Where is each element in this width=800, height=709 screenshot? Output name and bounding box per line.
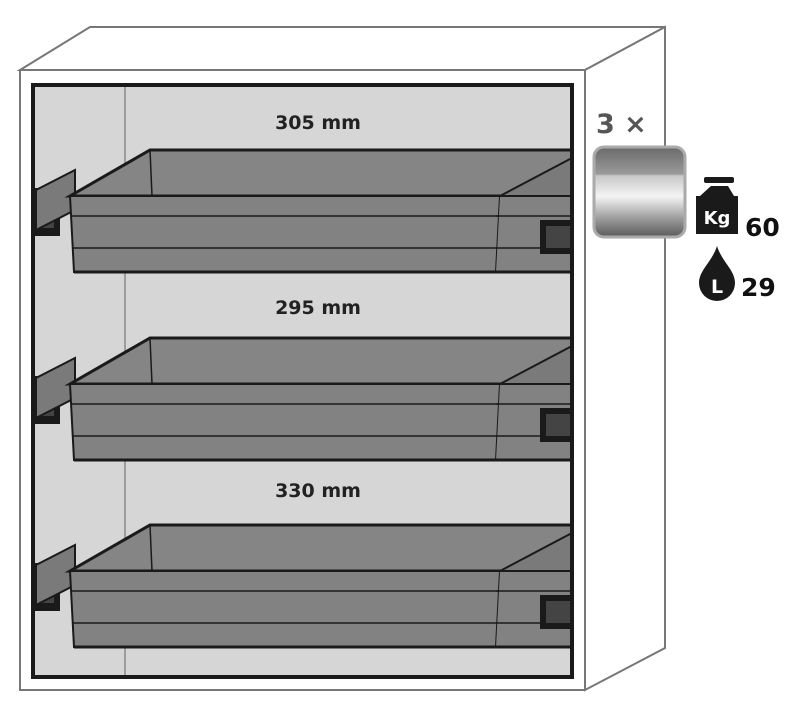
load-capacity-value: 60 — [745, 213, 780, 242]
drawer-1-height-label: 305 mm — [275, 112, 361, 134]
drawer-3-height-label: 330 mm — [275, 480, 361, 502]
svg-text:Kg: Kg — [704, 208, 731, 229]
svg-text:L: L — [711, 276, 723, 298]
weight-kg-icon: Kg — [696, 177, 738, 234]
drawer-2-height-label: 295 mm — [275, 297, 361, 319]
volume-capacity-value: 29 — [741, 273, 776, 302]
liquid-drop-icon: L — [699, 246, 735, 301]
drawer-icon — [592, 145, 687, 239]
drawer-count-label: 3 × — [596, 109, 647, 140]
